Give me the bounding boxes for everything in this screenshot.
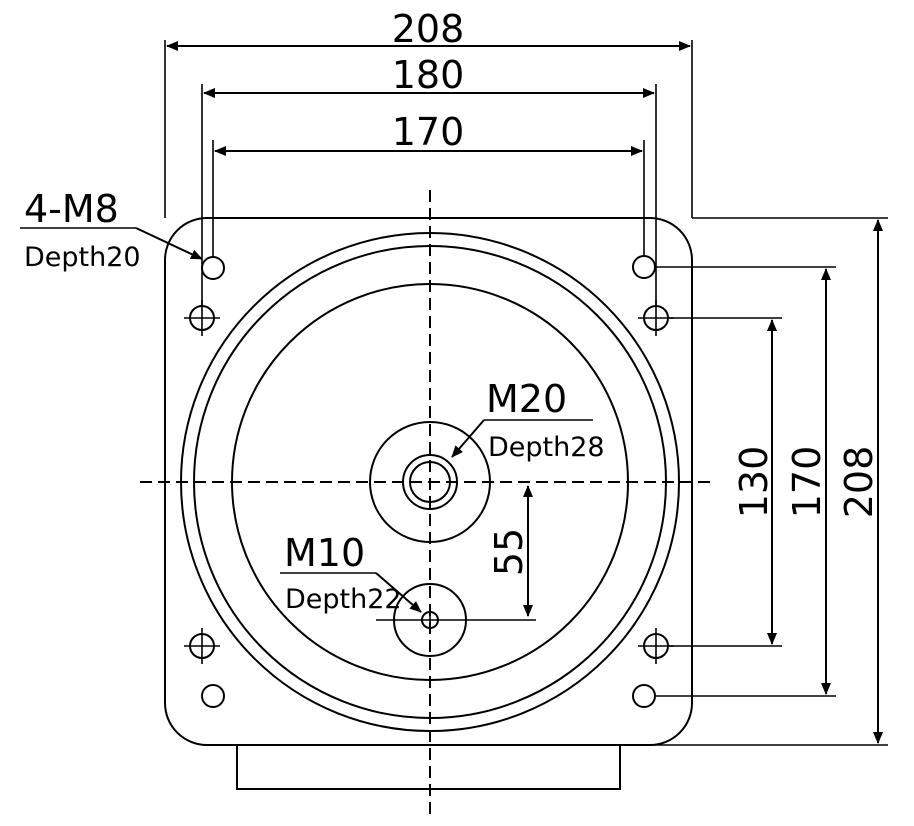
corner-hole-tl [201, 256, 225, 280]
callout-corner-depth: Depth20 [24, 242, 141, 273]
leader-corner [135, 227, 203, 260]
crosshair-hole-bl [184, 628, 220, 664]
base-tab [236, 744, 621, 790]
leader-offset [375, 572, 422, 613]
callout-offset-depth: Depth22 [285, 584, 402, 615]
callout-center-depth: Depth28 [488, 432, 605, 463]
corner-hole-bl [201, 684, 225, 708]
dim-top-inner: 170 [392, 110, 465, 154]
corner-hole-tr [632, 255, 656, 279]
dim-top-mid: 180 [392, 53, 465, 97]
leader-center [451, 419, 485, 458]
corner-hole-br [632, 684, 656, 708]
dim-right-mid: 170 [785, 446, 829, 519]
callout-offset-thread: M10 [284, 531, 365, 575]
dim-right-outer: 208 [837, 446, 881, 519]
dim-right-inner: 130 [732, 446, 776, 519]
dim-offset: 55 [487, 528, 531, 576]
callout-corner-thread: 4-M8 [24, 187, 119, 231]
callout-center-thread: M20 [486, 377, 567, 421]
dim-top-outer: 208 [392, 7, 465, 51]
